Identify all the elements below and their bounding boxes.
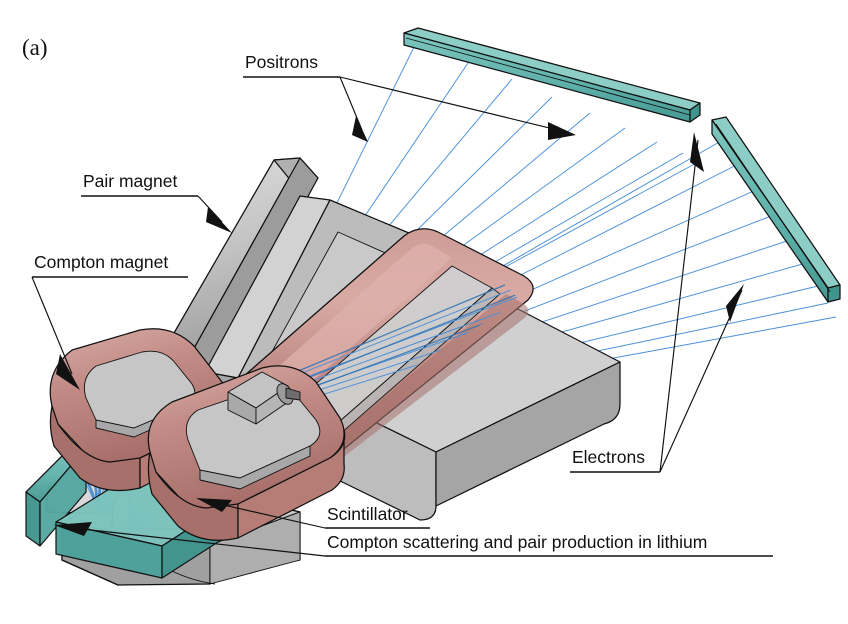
label-electrons-group: Electrons <box>570 132 744 473</box>
central-collimator <box>227 371 301 425</box>
label-scintillator-group: Scintillator <box>196 498 430 529</box>
leader-electrons-b <box>659 289 743 473</box>
leader-positrons-b <box>339 76 571 134</box>
label-compton-magnet: Compton magnet <box>34 252 168 272</box>
leader-compton-magnet <box>31 276 73 375</box>
leader-compton-process <box>63 526 326 557</box>
arrowhead-electrons-a <box>690 132 704 172</box>
panel-letter: (a) <box>22 35 48 60</box>
arrowhead-compton-process <box>54 522 92 536</box>
compton-magnet-right <box>147 365 346 541</box>
label-pair-magnet: Pair magnet <box>83 171 177 191</box>
label-pair-magnet-group: Pair magnet <box>81 171 232 233</box>
arrowhead-positrons-b <box>548 122 576 140</box>
label-compton-magnet-group: Compton magnet <box>31 252 188 390</box>
label-positrons-group: Positrons <box>243 52 576 142</box>
arrowhead-positrons-a <box>352 116 368 142</box>
arrowhead-electrons-b <box>726 284 744 322</box>
label-positrons: Positrons <box>245 52 318 72</box>
label-compton-process: Compton scattering and pair production i… <box>327 532 707 552</box>
scintillator-bar-upper[interactable] <box>403 27 701 123</box>
label-compton-process-group: Compton scattering and pair production i… <box>54 522 773 557</box>
arrowhead-compton-magnet <box>56 354 80 390</box>
scintillator-bar-right[interactable] <box>711 116 841 303</box>
arrowhead-pair-magnet <box>206 207 232 233</box>
label-scintillator: Scintillator <box>327 504 408 524</box>
leader-pair-magnet <box>197 195 223 223</box>
label-electrons: Electrons <box>572 447 645 467</box>
leader-electrons-a <box>659 139 699 473</box>
arrowhead-scintillator <box>196 498 232 512</box>
